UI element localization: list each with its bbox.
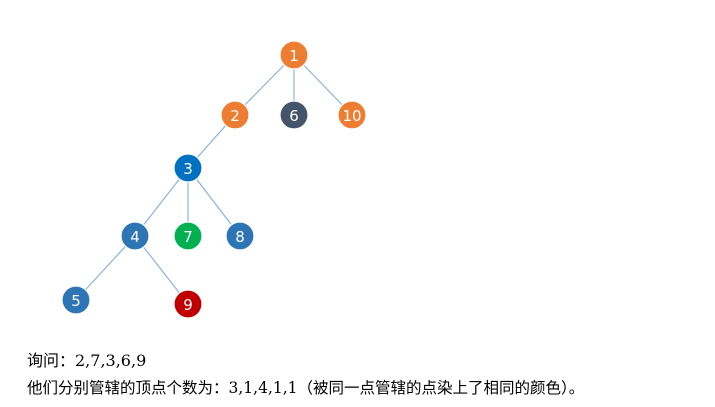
node-label: 6 [289,107,299,125]
tree-node-4: 4 [120,221,150,251]
tree-edges [75,54,353,305]
tree-node-9: 9 [173,289,203,319]
tree-nodes: 1 2 6 10 3 4 7 8 5 9 [61,40,367,319]
node-label: 4 [130,228,140,246]
node-label: 5 [71,292,81,310]
tree-node-7: 7 [173,221,203,251]
node-circle [337,100,367,130]
node-label: 8 [235,228,245,246]
tree-node-10: 10 [337,100,367,130]
tree-node-6: 6 [279,100,309,130]
node-circle [279,40,309,70]
node-circle [225,221,255,251]
node-label: 1 [289,47,299,65]
tree-node-2: 2 [220,100,250,130]
tree-diagram: 1 2 6 10 3 4 7 8 5 9 [61,40,367,319]
node-label: 9 [183,296,193,314]
node-label: 3 [183,160,193,178]
tree-node-8: 8 [225,221,255,251]
answer-text: 他们分别管辖的顶点个数为：3,1,4,1,1（被同一点管辖的点染上了相同的颜色）… [27,379,585,397]
node-label: 2 [230,107,240,125]
node-circle [173,221,203,251]
node-circle [279,100,309,130]
node-circle [61,285,91,315]
tree-node-1: 1 [279,40,309,70]
tree-node-3: 3 [173,153,203,183]
node-label: 10 [342,107,361,125]
query-text: 询问：2,7,3,6,9 [27,351,147,370]
tree-node-5: 5 [61,285,91,315]
node-circle [173,153,203,183]
node-circle [120,221,150,251]
node-label: 7 [183,228,193,246]
node-circle [220,100,250,130]
node-circle [173,289,203,319]
